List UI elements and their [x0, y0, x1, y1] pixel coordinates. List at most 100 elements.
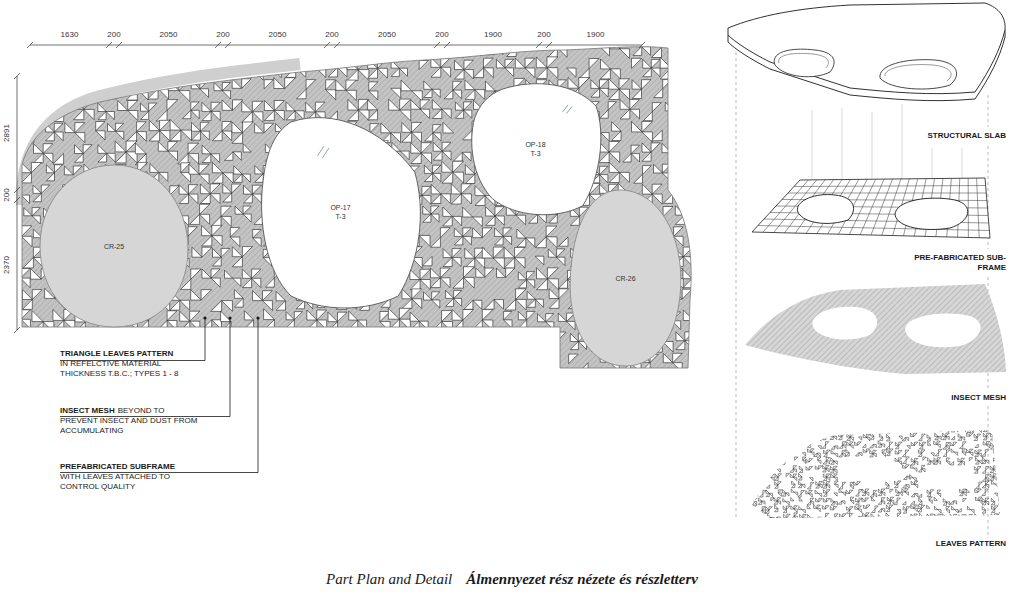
leaf-tile: [642, 184, 652, 194]
leaf-tile: [424, 165, 432, 173]
leaf-tile: [535, 256, 544, 265]
leaf-tile: [234, 166, 242, 174]
leaf-tile: [21, 100, 30, 110]
leaf-tile: [693, 67, 703, 77]
leaf-tile: [452, 216, 461, 226]
leaf-tile: [381, 48, 390, 57]
leaf-tile: [842, 450, 845, 453]
leaf-tile: [778, 452, 781, 455]
leaf-tile: [987, 433, 990, 436]
leaf-tile: [755, 461, 758, 464]
leaf-tile: [568, 78, 579, 89]
leaf-tile: [758, 457, 761, 460]
leaf-tile: [190, 214, 200, 224]
leaf-tile: [97, 60, 106, 69]
leaf-tile: [918, 469, 921, 472]
leaf-tile: [818, 460, 821, 463]
leaf-tile: [842, 454, 845, 457]
leaf-tile: [22, 226, 33, 237]
leaf-tile: [503, 236, 512, 245]
leaf-tile: [939, 449, 942, 452]
leaf-tile: [391, 60, 399, 68]
leaf-tile: [191, 269, 201, 279]
leaf-tile: [778, 457, 781, 460]
leaf-tile: [875, 425, 878, 428]
leaf-tile: [767, 453, 770, 456]
leaf-tile: [685, 144, 694, 153]
leaf-tile: [482, 247, 493, 258]
leaf-tile: [767, 465, 770, 468]
leaf-tile: [759, 450, 762, 453]
leaf-tile: [883, 430, 886, 433]
leaf-tile: [967, 433, 970, 436]
leaf-tile: [46, 342, 55, 351]
leaf-tile: [831, 450, 834, 453]
leaf-tile: [317, 40, 325, 48]
leaf-tile: [839, 433, 842, 436]
leaf-tile: [224, 152, 233, 160]
leaf-tile: [684, 185, 693, 194]
leaf-tile: [663, 80, 672, 89]
leaf-tile: [742, 469, 745, 472]
leaf-tile: [895, 442, 898, 445]
leaf-tile: [685, 89, 695, 99]
leaf-tile: [200, 46, 208, 54]
leaf-tile: [557, 38, 567, 48]
leaf-tile: [200, 214, 210, 224]
dimension-tick: [334, 42, 340, 48]
leaf-tile: [221, 248, 230, 257]
leaf-tile: [21, 58, 30, 67]
leaf-tile: [32, 311, 43, 322]
leaf-tile: [116, 123, 124, 131]
leaf-tile: [466, 342, 474, 350]
leaf-tile: [326, 90, 336, 100]
leaf-tile: [516, 215, 526, 225]
leaf-tile: [927, 458, 930, 461]
leaf-tile: [547, 332, 557, 342]
leaf-tile: [453, 341, 461, 349]
leaf-tile: [493, 247, 504, 258]
leaf-tile: [818, 446, 821, 449]
leaf-tile: [453, 277, 464, 288]
leaf-tile: [548, 249, 556, 257]
leaf-tile: [692, 279, 701, 288]
leaf-tile: [74, 70, 83, 79]
leaf-tile: [942, 426, 945, 429]
leaf-tile: [157, 321, 167, 331]
leaf-tile: [850, 427, 853, 430]
leaf-tile: [464, 267, 475, 278]
leaf-tile: [168, 142, 178, 152]
leaf-tile: [527, 272, 535, 280]
leaf-tile: [871, 436, 874, 439]
leaf-tile: [115, 152, 126, 163]
leaf-tile: [803, 460, 806, 463]
leaf-tile: [495, 228, 504, 237]
leaf-tile: [652, 103, 661, 112]
leaf-tile: [569, 354, 579, 364]
leaf-tile: [105, 49, 116, 60]
leaf-tile: [961, 462, 964, 465]
leaf-tile: [746, 473, 749, 476]
leaf-tile: [431, 67, 441, 77]
leaf-tile: [473, 300, 482, 309]
leaf-tile: [919, 442, 922, 445]
leaf-tile: [775, 436, 778, 439]
leaf-tile: [674, 131, 684, 141]
leaf-tile: [651, 143, 660, 152]
leaf-tile: [328, 58, 337, 67]
leaf-tile: [766, 430, 769, 433]
leaf-tile: [762, 450, 765, 453]
leaf-tile: [400, 364, 410, 374]
leaf-tile: [433, 142, 442, 151]
leaf-tile: [1002, 459, 1005, 462]
leaf-tile: [188, 154, 198, 164]
leaf-tile: [834, 429, 837, 432]
leaf-tile: [937, 444, 940, 447]
leaf-tile: [859, 453, 862, 456]
leaf-tile: [831, 461, 834, 464]
leaf-tile: [0, 206, 10, 216]
leaf-tile: [167, 311, 177, 321]
dimension-line: [30, 45, 642, 46]
leaf-tile: [899, 451, 902, 454]
